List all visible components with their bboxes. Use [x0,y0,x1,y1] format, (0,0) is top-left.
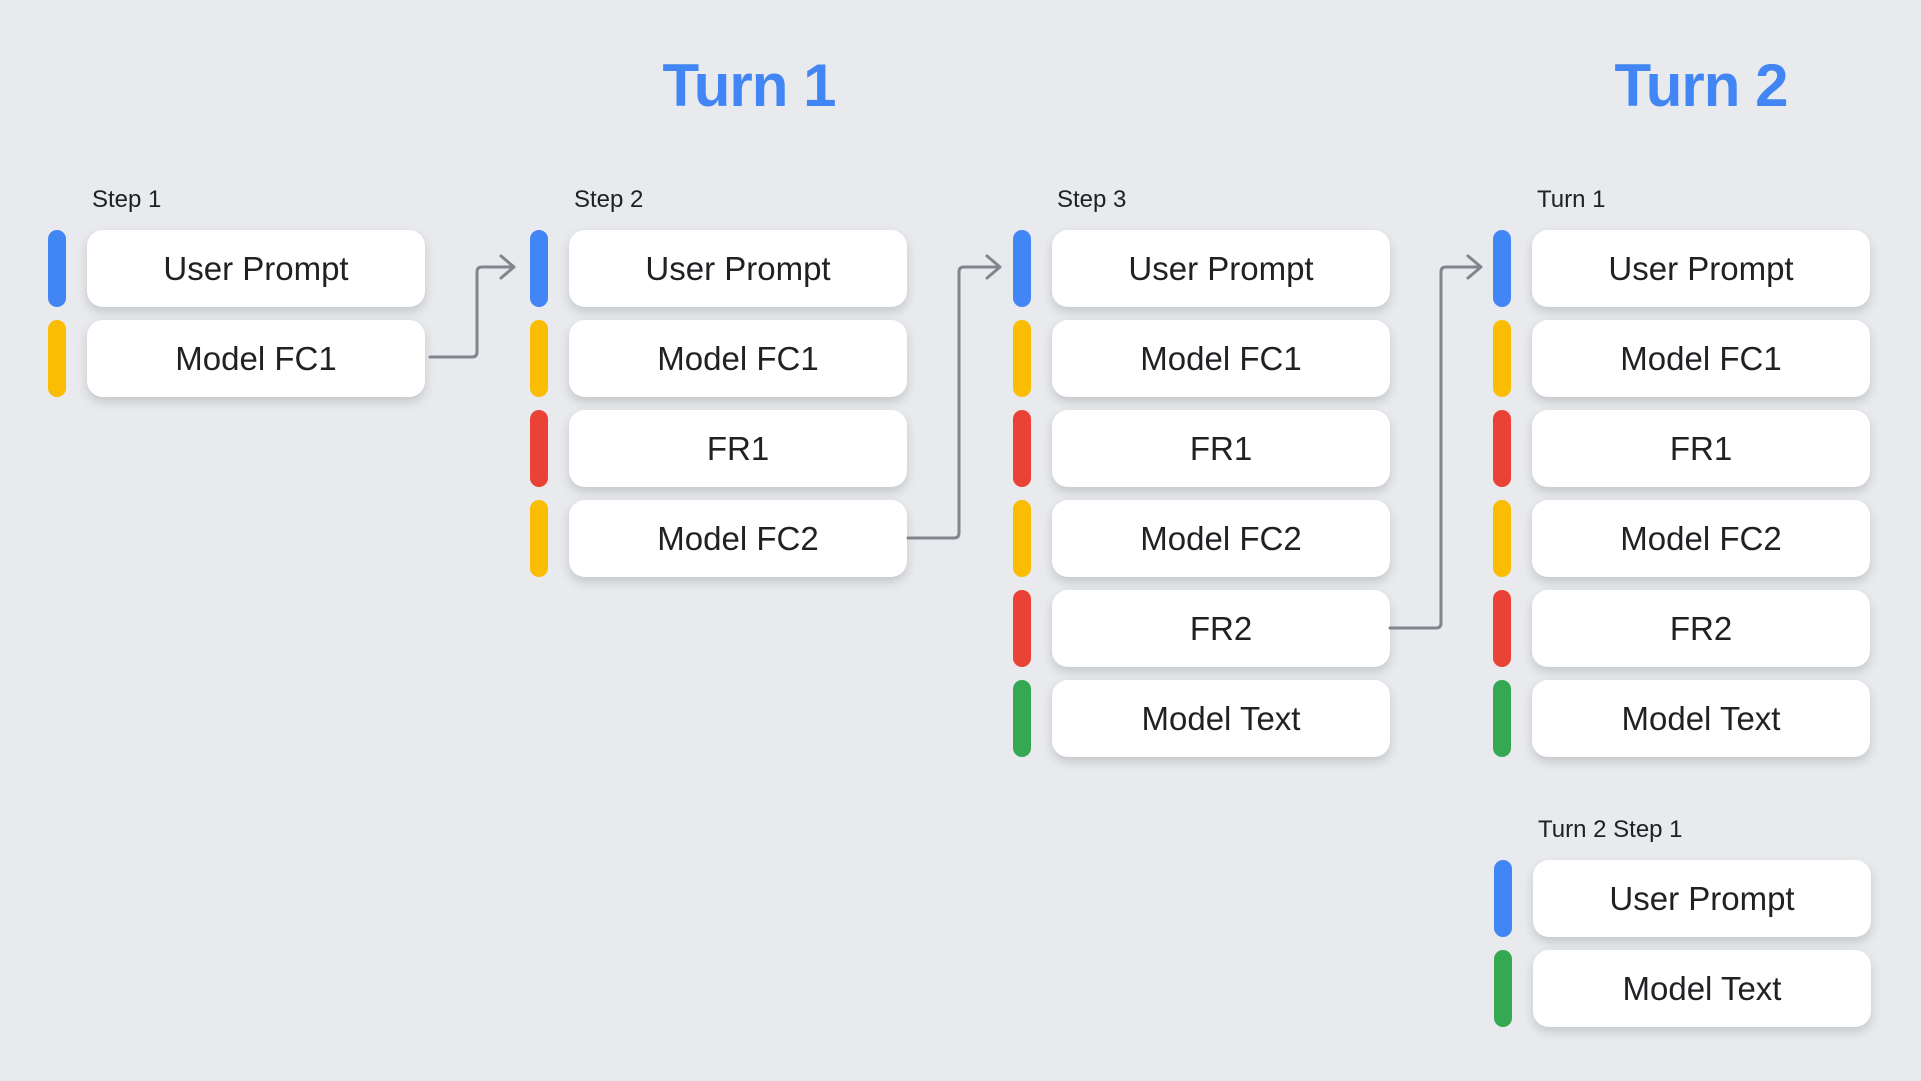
user-prompt-pill [530,230,548,307]
model-text-box: Model Text [1532,680,1870,757]
user-prompt-pill [1013,230,1031,307]
user-prompt-box: User Prompt [87,230,425,307]
row-user-prompt: User Prompt [1494,860,1871,937]
row-model-text: Model Text [1013,680,1390,757]
model-text-box: Model Text [1533,950,1871,1027]
model-fc1-box: Model FC1 [1532,320,1870,397]
group-turn-2-step-1: Turn 2 Step 1 User Prompt Model Text [1494,816,1871,1040]
fr2-pill [1013,590,1031,667]
model-fc1-box: Model FC1 [87,320,425,397]
model-fc1-pill [1013,320,1031,397]
model-fc2-pill [1013,500,1031,577]
group-label: Turn 2 Step 1 [1538,816,1683,843]
user-prompt-pill [1493,230,1511,307]
user-prompt-pill [1494,860,1512,937]
arrow-step1-to-step2 [428,254,516,359]
row-fr2: FR2 [1013,590,1390,667]
row-model-text: Model Text [1493,680,1870,757]
model-text-box: Model Text [1052,680,1390,757]
fr1-pill [530,410,548,487]
row-fr1: FR1 [530,410,907,487]
group-step-1: Step 1 User Prompt Model FC1 [48,186,425,410]
fr1-box: FR1 [569,410,907,487]
turn-1-heading: Turn 1 [662,52,837,119]
model-text-pill [1494,950,1512,1027]
row-model-fc2: Model FC2 [1013,500,1390,577]
group-turn-1: Turn 1 User Prompt Model FC1 FR1 Model F… [1493,186,1870,770]
row-user-prompt: User Prompt [1013,230,1390,307]
row-fr1: FR1 [1013,410,1390,487]
row-model-fc1: Model FC1 [530,320,907,397]
fr1-box: FR1 [1052,410,1390,487]
fr1-pill [1493,410,1511,487]
group-step-2: Step 2 User Prompt Model FC1 FR1 Model F… [530,186,907,590]
fr2-box: FR2 [1532,590,1870,667]
row-model-fc2: Model FC2 [530,500,907,577]
model-text-pill [1493,680,1511,757]
row-model-fc1: Model FC1 [1013,320,1390,397]
group-label: Turn 1 [1537,186,1606,213]
model-fc2-pill [1493,500,1511,577]
model-text-pill [1013,680,1031,757]
arrow-step2-to-step3 [906,254,1002,540]
fr2-box: FR2 [1052,590,1390,667]
model-fc2-box: Model FC2 [1532,500,1870,577]
fr1-pill [1013,410,1031,487]
group-label: Step 2 [574,186,644,213]
fr2-pill [1493,590,1511,667]
model-fc1-box: Model FC1 [1052,320,1390,397]
user-prompt-box: User Prompt [1052,230,1390,307]
model-fc2-pill [530,500,548,577]
user-prompt-box: User Prompt [1532,230,1870,307]
model-fc2-box: Model FC2 [1052,500,1390,577]
row-user-prompt: User Prompt [48,230,425,307]
row-model-fc2: Model FC2 [1493,500,1870,577]
fr1-box: FR1 [1532,410,1870,487]
user-prompt-box: User Prompt [569,230,907,307]
row-fr1: FR1 [1493,410,1870,487]
row-model-text: Model Text [1494,950,1871,1027]
model-fc2-box: Model FC2 [569,500,907,577]
model-fc1-pill [1493,320,1511,397]
row-user-prompt: User Prompt [1493,230,1870,307]
group-label: Step 1 [92,186,162,213]
user-prompt-box: User Prompt [1533,860,1871,937]
row-model-fc1: Model FC1 [48,320,425,397]
model-fc1-pill [48,320,66,397]
model-fc1-box: Model FC1 [569,320,907,397]
arrow-step3-to-turn1 [1388,254,1483,630]
row-user-prompt: User Prompt [530,230,907,307]
row-model-fc1: Model FC1 [1493,320,1870,397]
row-fr2: FR2 [1493,590,1870,667]
turn-2-heading: Turn 2 [1614,52,1789,119]
user-prompt-pill [48,230,66,307]
group-step-3: Step 3 User Prompt Model FC1 FR1 Model F… [1013,186,1390,770]
model-fc1-pill [530,320,548,397]
group-label: Step 3 [1057,186,1127,213]
